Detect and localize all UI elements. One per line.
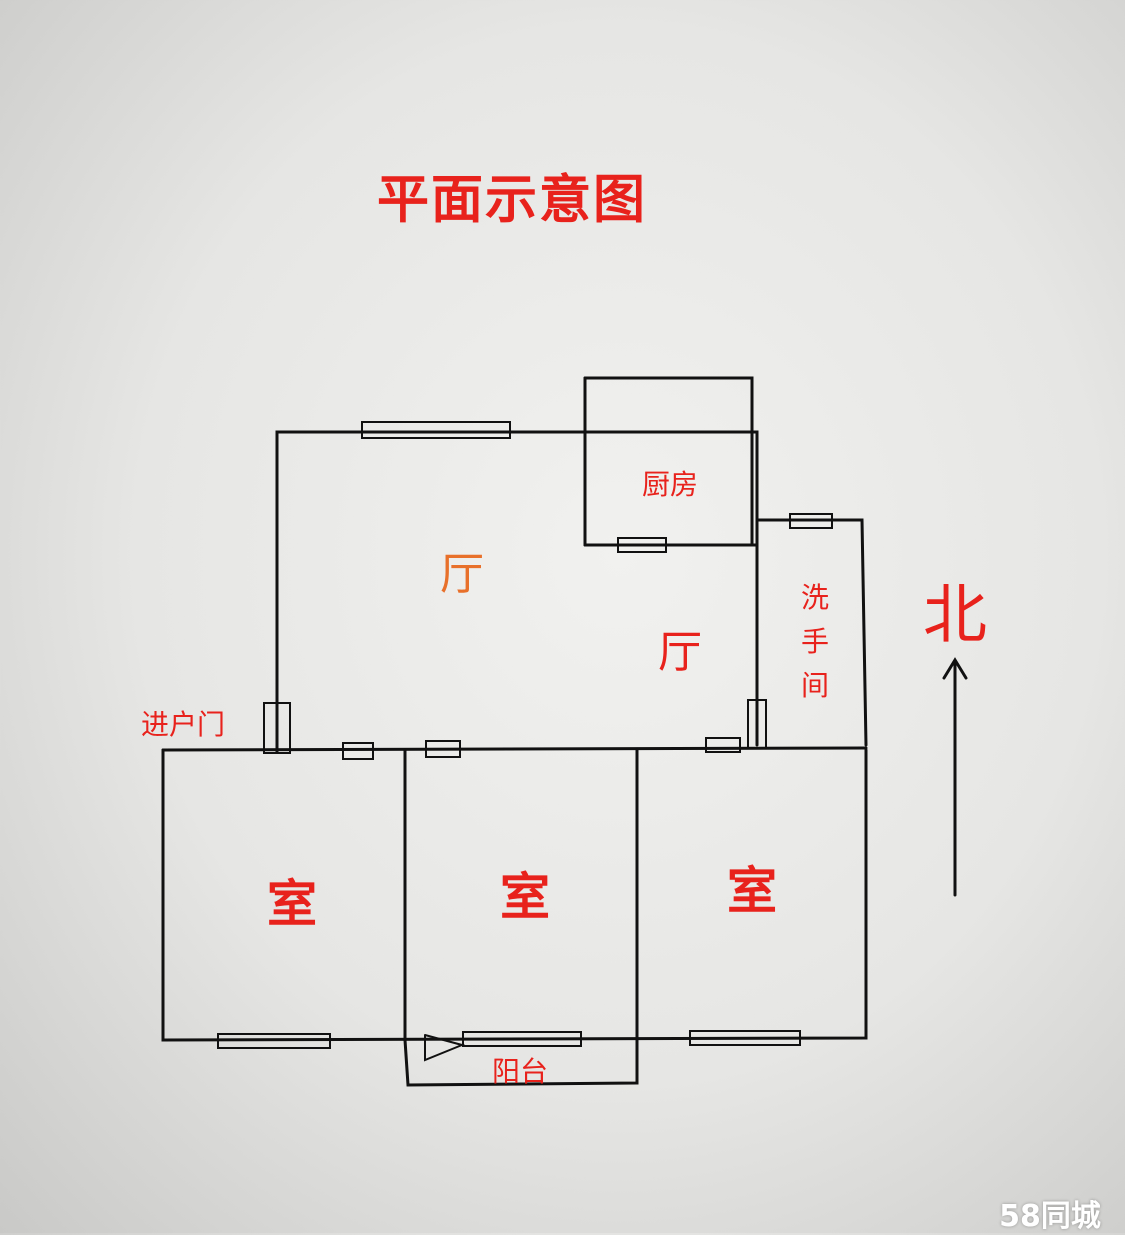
north-arrow — [942, 657, 968, 897]
entrance-label: 进户门 — [140, 708, 226, 741]
bedroom-1-label: 室 — [267, 875, 317, 933]
kitchen-label: 厨房 — [641, 468, 699, 501]
watermark-logo: 58同城 — [999, 1199, 1101, 1234]
walls — [161, 376, 868, 1087]
bathroom-label: 洗手间 — [800, 581, 829, 702]
bedroom-2-label: 室 — [500, 868, 550, 926]
north-label: 北 — [923, 579, 987, 653]
windows — [217, 421, 833, 1049]
living-hall-label: 厅 — [440, 549, 484, 600]
bedroom-3-label: 室 — [727, 862, 777, 920]
doors — [263, 699, 767, 1062]
plan-title: 平面示意图 — [376, 170, 648, 231]
balcony-label: 阳台 — [491, 1055, 549, 1088]
dining-hall-label: 厅 — [658, 627, 702, 678]
